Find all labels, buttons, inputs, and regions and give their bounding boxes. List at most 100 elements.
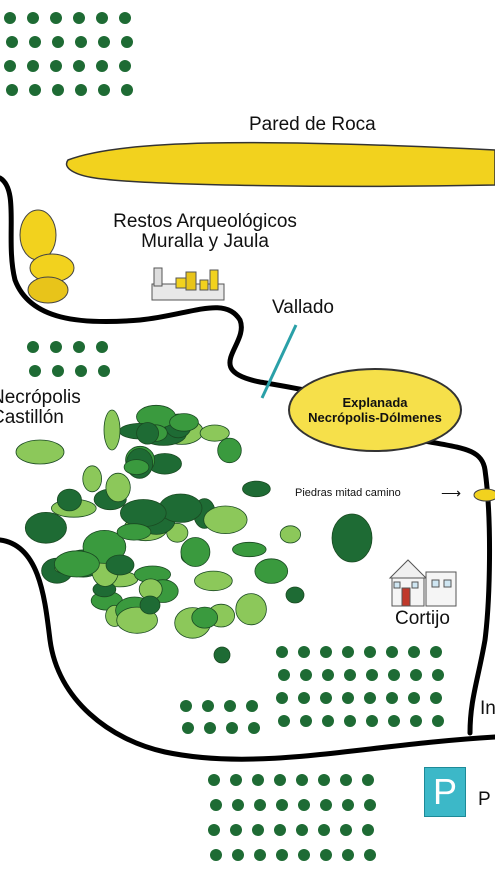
label-restos-line2: Muralla y Jaula [141,230,269,252]
orchard-tree [98,36,110,48]
forest-tree [232,541,267,558]
orchard-bottom [208,774,376,861]
trail-paths [0,175,495,762]
orchard-tree [318,774,330,786]
orchard-tree [320,646,332,658]
orchard-tree [364,646,376,658]
orchard-cortijo [276,646,444,727]
label-partial-in: In [480,698,495,719]
rock-wall [65,141,495,188]
label-partial-p: P [478,789,491,810]
orchard-tree [342,849,354,861]
orchard-tree [75,36,87,48]
orchard-tree [366,715,378,727]
orchard-tree [388,669,400,681]
forest-tree [105,472,131,503]
forest-tree [105,554,135,576]
orchard-tree [430,692,442,704]
orchard-tree [252,774,264,786]
forest-tree [136,422,160,445]
orchard-tree [75,84,87,96]
forest-tree [103,409,121,451]
orchard-tree [119,60,131,72]
orchard-tree [388,715,400,727]
orchard-tree [180,700,192,712]
orchard-tree [29,36,41,48]
orchard-tree [248,722,260,734]
orchard-tree [408,646,420,658]
forest-tree [54,550,100,578]
forest-tree [194,570,233,592]
orchard-tree [364,692,376,704]
orchard-tree [182,722,194,734]
orchard-tree [73,341,85,353]
arrow-right-icon: ⟶ [441,485,462,501]
rock-boulders [19,209,75,304]
orchard-tree [29,84,41,96]
orchard-tree [254,799,266,811]
orchard-tree [246,700,258,712]
parking-icon: P [424,767,466,817]
orchard-tree [320,692,332,704]
orchard-tree [27,341,39,353]
orchard-tree [366,669,378,681]
forest-tree [123,459,150,476]
orchard-tree [208,824,220,836]
label-cortijo: Cortijo [395,608,450,629]
orchard-tree [410,669,422,681]
orchard-tree [432,715,444,727]
orchard-tree [4,60,16,72]
orchard-tree [210,849,222,861]
orchard-tree [342,799,354,811]
explanada-area: Explanada Necrópolis-Dólmenes [288,368,462,452]
forest-tree [279,525,301,544]
forest-tree [180,537,211,567]
forest-tree [285,586,305,604]
forest-tree [15,439,65,465]
orchard-tree [4,12,16,24]
orchard-tree [298,646,310,658]
orchard-tree [344,669,356,681]
orchard-tree [278,715,290,727]
orchard-tree [98,84,110,96]
label-explanada-line1: Explanada [342,395,408,410]
label-necropolis-line1: Necrópolis [0,387,81,408]
orchard-tree [278,669,290,681]
orchard-tree [320,849,332,861]
orchard-tree [254,849,266,861]
orchard-tree [276,692,288,704]
forest-tree [217,437,242,464]
necropolis-forest [15,404,373,664]
orchard-tree [362,774,374,786]
orchard-tree [50,60,62,72]
orchard-tree [362,824,374,836]
orchard-tree [121,36,133,48]
forest-tree [116,523,152,541]
forest-tree [331,513,373,563]
orchard-tree [50,12,62,24]
orchard-tree [432,669,444,681]
orchard-tree [298,849,310,861]
orchard-tree [230,824,242,836]
orchard-tree [96,60,108,72]
forest-tree [242,480,271,498]
label-explanada-line2: Necrópolis-Dólmenes [308,410,442,425]
forest-tree [120,499,167,528]
orchard-tree [230,774,242,786]
label-pared-de-roca: Pared de Roca [249,114,376,135]
orchard-tree [50,341,62,353]
fence-vallado [260,324,298,399]
orchard-tree [52,365,64,377]
orchard-tree [298,692,310,704]
orchard-tree [320,799,332,811]
orchard-tree [322,715,334,727]
orchard-tree [98,365,110,377]
forest-tree [82,465,102,493]
orchard-top-left [4,12,133,96]
orchard-tree [300,669,312,681]
orchard-tree [408,692,420,704]
label-piedras: Piedras mitad camino [295,487,401,499]
orchard-bottom-left [180,700,260,734]
orchard-tree [276,799,288,811]
